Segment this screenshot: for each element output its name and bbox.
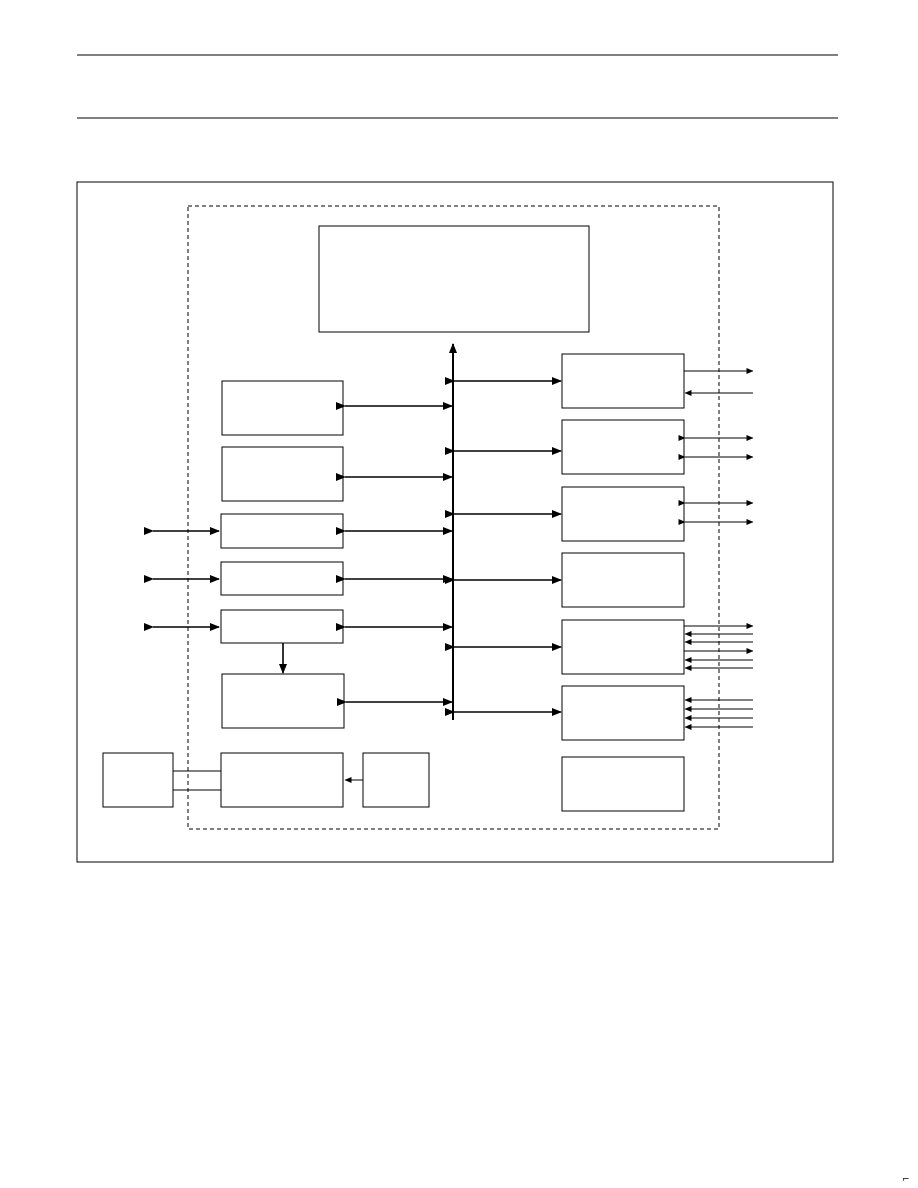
right-block-6 [561,685,685,741]
corner-mark: ⌐ [902,1175,910,1185]
left-io-block-3 [220,609,344,644]
left-block-1 [221,380,344,436]
right-block-7 [561,756,685,812]
right-block-1 [561,353,685,409]
chip-boundary [187,205,720,830]
right-block-3 [561,486,685,542]
clock-block [220,752,344,808]
figure-frame [76,181,834,863]
clock-source-block [362,752,430,808]
cpu-core-block [318,225,590,333]
right-block-4 [561,552,685,608]
right-block-5 [561,619,685,675]
left-io-block-1 [220,513,344,549]
left-io-block-2 [220,561,344,596]
left-block-2 [221,446,344,502]
right-block-2 [561,419,685,475]
left-block-lower [221,673,345,729]
external-block [102,752,174,808]
